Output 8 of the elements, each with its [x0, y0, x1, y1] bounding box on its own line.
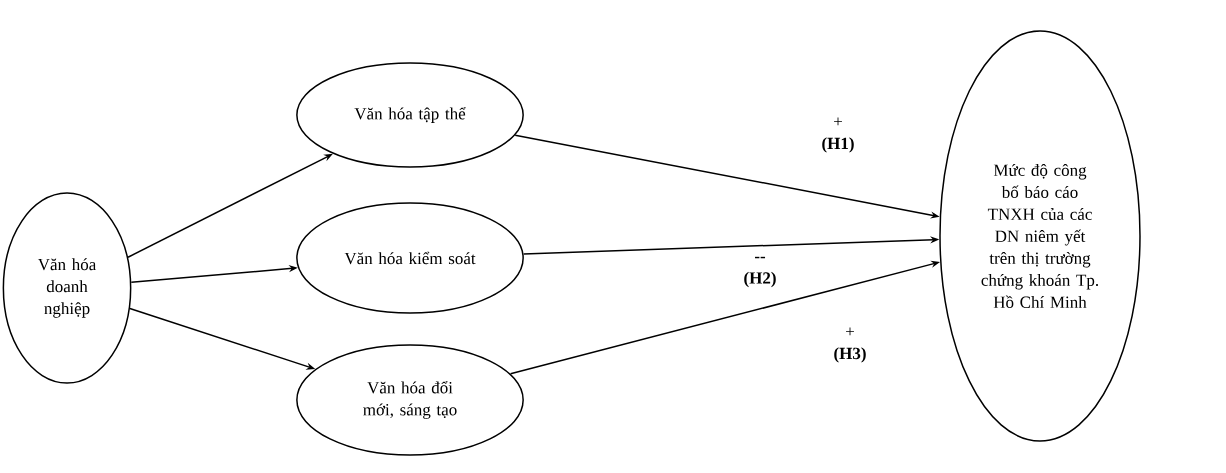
ellipse-node: Văn hóa tập thể	[296, 62, 524, 168]
ellipse-node: Văn hóa đổi mới, sáng tạo	[296, 344, 524, 456]
ellipse-node: Văn hóa kiểm soát	[296, 202, 524, 314]
ellipse-node: Mức độ công bố báo cáo TNXH của các DN niêm yết trên thị trường chứng khoán Tp. Hồ Chí Minh	[939, 30, 1141, 442]
edge-label: -- (H2)	[742, 255, 778, 289]
ellipse-node: Văn hóa doanh nghiệp	[2, 192, 132, 384]
edge-label: + (H3)	[832, 326, 868, 364]
edge-label: + (H1)	[820, 116, 856, 154]
